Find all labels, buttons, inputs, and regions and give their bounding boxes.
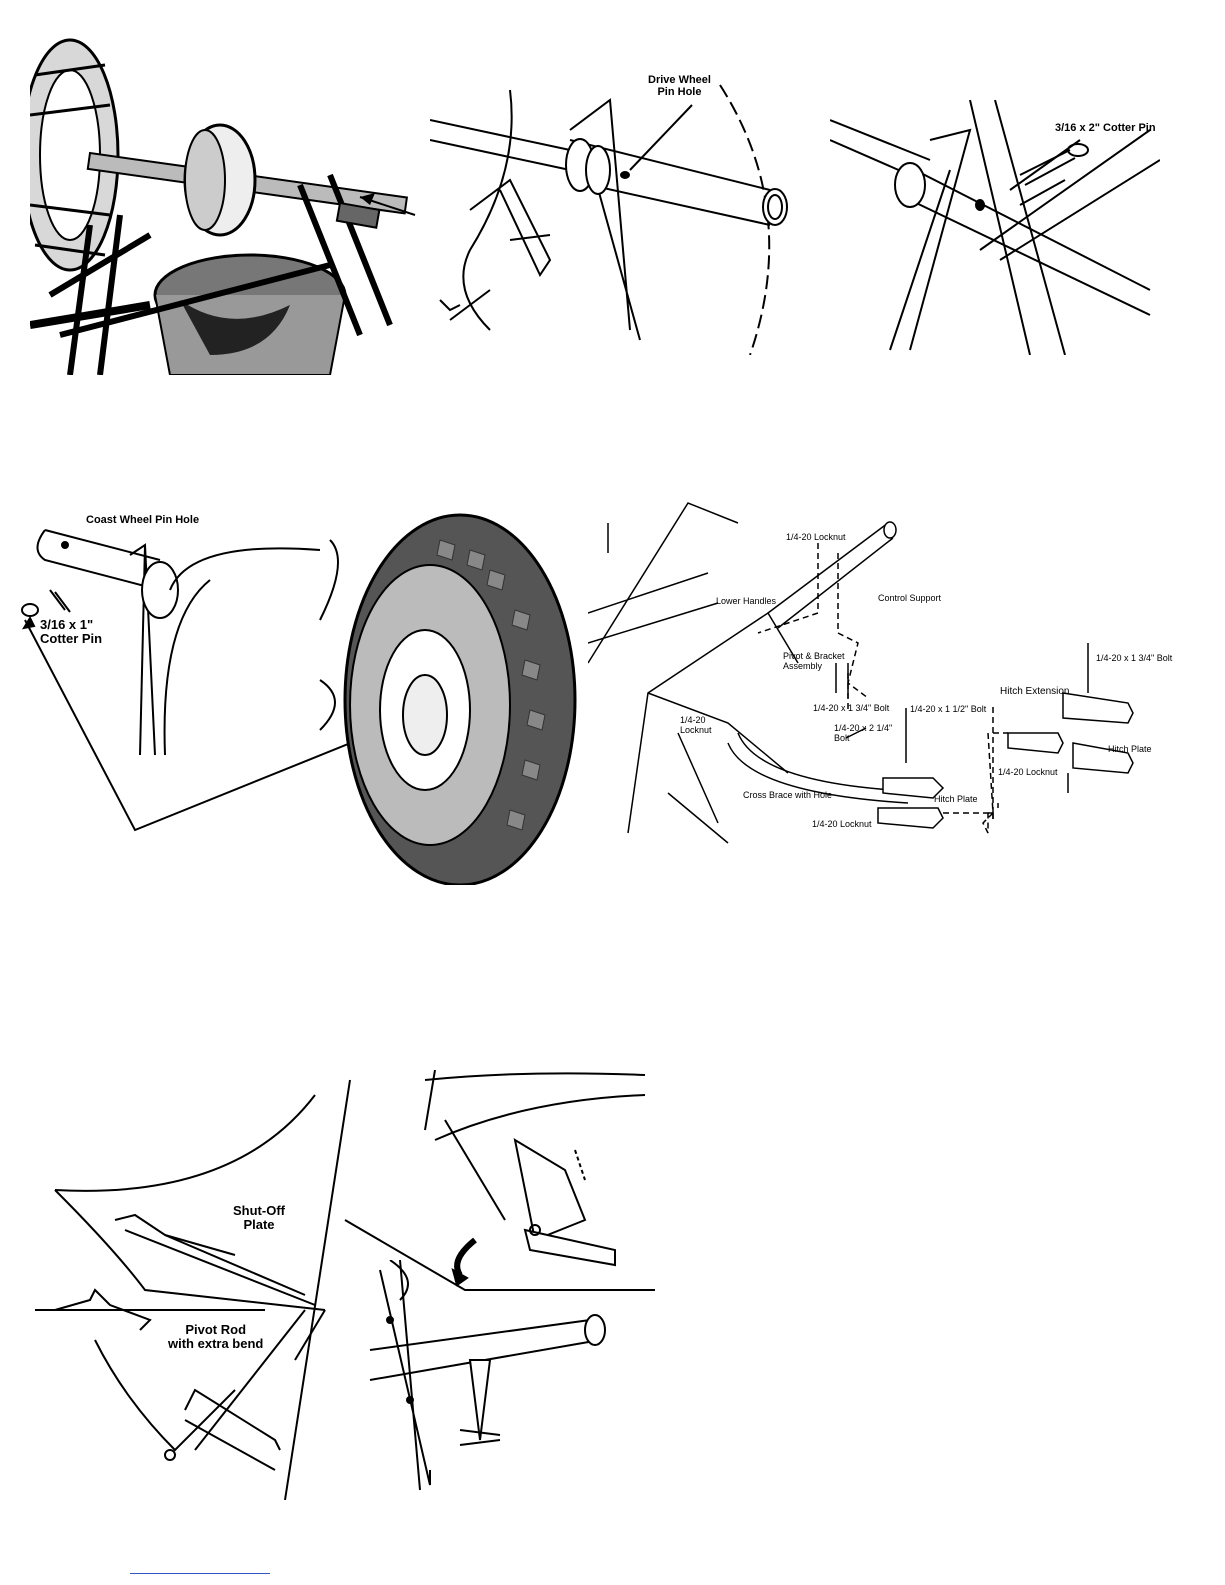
shutoff-plate-diagram: Shut-Off Plate Pivot Rod with extra bend <box>35 1070 355 1500</box>
bolt-1-1-2-label: 1/4-20 x 1 1/2" Bolt <box>910 704 987 714</box>
drive-wheel-pin-diagram: Drive Wheel Pin Hole <box>430 60 830 355</box>
control-support-label: Control Support <box>878 593 942 603</box>
shutoff-detail-upper <box>325 1070 655 1295</box>
locknut-left-label: 1/4-20 Locknut <box>680 715 712 735</box>
coast-wheel-diagram: Coast Wheel Pin Hole 3/16 x 1" Cotter Pi… <box>20 500 580 885</box>
axle-assembly-illustration <box>30 35 420 375</box>
extension-hitch-plate-label: Hitch Plate <box>1108 744 1152 754</box>
shutoff-detail-lower <box>360 1260 630 1505</box>
lower-handles-label: Lower Handles <box>716 596 777 606</box>
footer-rule <box>130 1573 270 1574</box>
drive-cotter-pin-diagram: 3/16 x 2" Cotter Pin <box>830 100 1160 355</box>
cotter-pin-1in-label: 3/16 x 1" Cotter Pin <box>40 617 103 647</box>
cotter-pin-2in-label: 3/16 x 2" Cotter Pin <box>1055 122 1156 134</box>
extension-locknut-label: 1/4-20 Locknut <box>998 767 1058 777</box>
pivot-bracket-label: Pivot & Bracket Assembly <box>783 651 845 671</box>
hitch-extension-label: Hitch Extension <box>1000 686 1070 697</box>
coast-wheel-pin-hole-label: Coast Wheel Pin Hole <box>86 514 200 526</box>
locknut-top-label: 1/4-20 Locknut <box>786 532 846 542</box>
cross-brace-label: Cross Brace with Hole <box>743 790 833 800</box>
bolt-1-3-4-label: 1/4-20 x 1 3/4" Bolt <box>813 703 890 713</box>
hitch-plate-label: Hitch Plate <box>934 794 978 804</box>
pivot-rod-label: Pivot Rod with extra bend <box>168 1322 264 1352</box>
shutoff-plate-label: Shut-Off Plate <box>233 1203 285 1233</box>
drive-wheel-pin-hole-label: Drive Wheel Pin Hole <box>648 74 711 99</box>
handle-hitch-assembly-diagram: 1/4-20 Locknut Control Support Lower Han… <box>588 493 1178 848</box>
extension-bolt-label: 1/4-20 x 1 3/4" Bolt <box>1096 653 1173 663</box>
bolt-2-1-4-label: 1/4-20 x 2 1/4" Bolt <box>834 723 893 743</box>
locknut-bottom-label: 1/4-20 Locknut <box>812 819 872 829</box>
